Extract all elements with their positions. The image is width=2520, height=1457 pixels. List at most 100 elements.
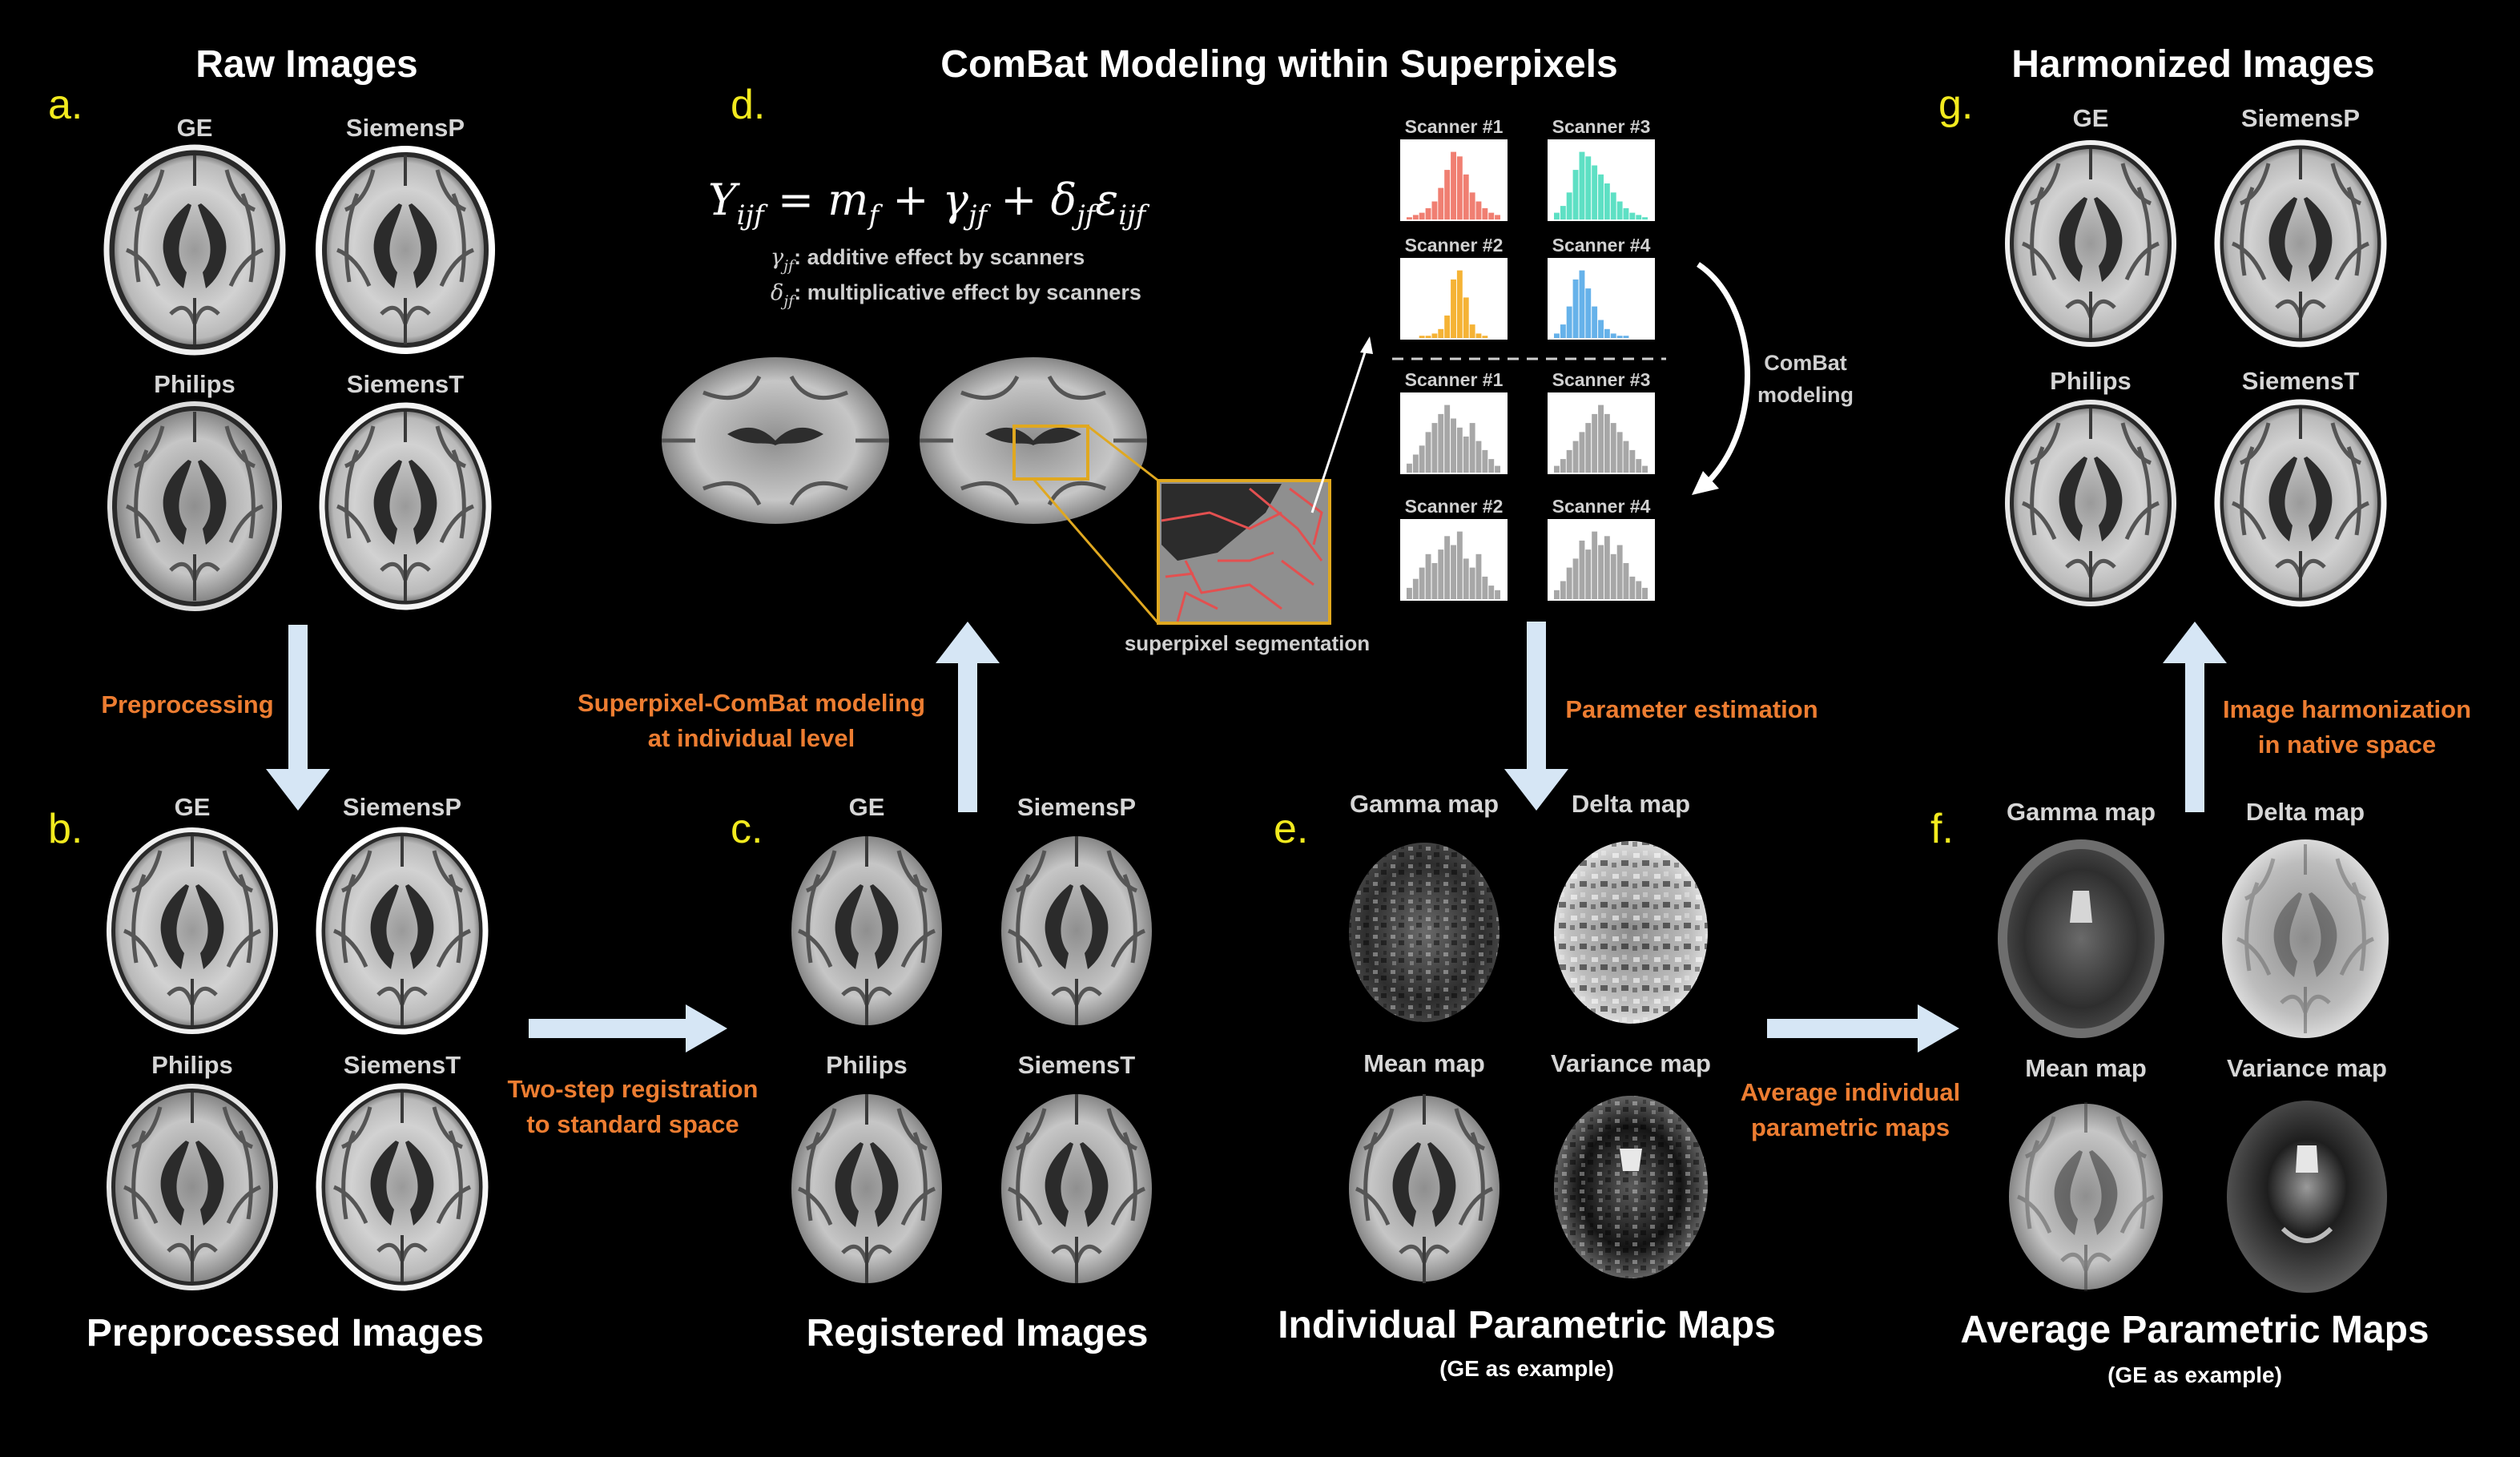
histogram-bar — [1604, 328, 1610, 339]
panel-individual-maps: Gamma map Delta map Mean map Variance ma… — [1349, 790, 1711, 1283]
avg-gamma-map — [1998, 839, 2164, 1038]
histogram-bar — [1488, 212, 1495, 219]
histogram-bar — [1488, 459, 1495, 473]
panel-average-maps: Gamma map Delta map Mean map Variance ma… — [1998, 798, 2389, 1293]
histogram-bar — [1604, 183, 1610, 219]
histogram-before-2: Scanner #3 — [1548, 116, 1655, 221]
histogram-bar — [1425, 432, 1431, 473]
histogram-bar — [1585, 423, 1592, 473]
histogram-bar — [1431, 423, 1438, 473]
panel-combat-modeling: Yijf = mf + γjf + δjfεijf γjf: additive … — [662, 116, 1854, 655]
histogram-bar — [1629, 212, 1636, 219]
pre-label-siemensp: SiemensP — [343, 793, 461, 821]
pre-label-siemenst: SiemensT — [344, 1051, 461, 1079]
ind-label-delta: Delta map — [1572, 790, 1690, 818]
histogram-bar — [1456, 531, 1463, 599]
avg-label-variance: Variance map — [2227, 1054, 2387, 1082]
histogram-bar — [1475, 333, 1482, 338]
harm-brain-philips — [2005, 400, 2176, 606]
title-individual-parametric-maps: Individual Parametric Maps — [1278, 1304, 1776, 1346]
histogram-bar — [1572, 279, 1579, 338]
histogram-bar — [1579, 270, 1585, 338]
gamma-definition: γjf: additive effect by scanners — [771, 245, 1085, 275]
pre-label-ge: GE — [175, 793, 211, 821]
combat-modeling-label-2: modeling — [1757, 383, 1854, 407]
histogram-label: Scanner #4 — [1552, 496, 1651, 517]
panel-label-b: b. — [48, 806, 83, 852]
histogram-bar — [1579, 540, 1585, 599]
histogram-bar — [1456, 156, 1463, 220]
histogram-bar — [1431, 333, 1438, 338]
histogram-label: Scanner #1 — [1405, 369, 1504, 390]
combat-modeling-label-1: ComBat — [1764, 351, 1847, 375]
avg-label-gamma: Gamma map — [2007, 798, 2156, 826]
histogram-bar — [1592, 165, 1598, 219]
histogram-after-3: Scanner #2 — [1400, 496, 1508, 601]
histogram-bar — [1451, 545, 1456, 599]
histogram-bar — [1412, 454, 1419, 473]
histogram-bar — [1463, 558, 1469, 599]
histogram-bar — [1623, 207, 1629, 219]
histogram-bar — [1451, 151, 1456, 219]
histogram-bar — [1572, 558, 1579, 599]
histogram-bar — [1451, 418, 1456, 473]
ind-label-variance: Variance map — [1551, 1049, 1711, 1077]
histogram-bar — [1616, 545, 1623, 599]
histogram-bar — [1636, 459, 1642, 473]
histogram-bar — [1610, 423, 1616, 473]
histogram-bar — [1419, 212, 1425, 219]
histogram-label: Scanner #2 — [1405, 235, 1504, 256]
avg-label-mean: Mean map — [2025, 1054, 2147, 1082]
average-maps-subtitle: (GE as example) — [2107, 1362, 2282, 1387]
histogram-bar — [1592, 306, 1598, 338]
histogram-bar — [1425, 553, 1431, 600]
histogram-bar — [1469, 567, 1475, 599]
flow-arrows — [266, 622, 2227, 1053]
scanner-histograms: Scanner #1 Scanner #3 Scanner #2 Scanner #4… — [1400, 116, 1655, 601]
histogram-bar — [1495, 590, 1500, 600]
arrow-parameter-estimation — [1504, 622, 1568, 811]
histogram-bar — [1598, 174, 1604, 220]
panel-registered-images: GE SiemensP Philips SiemensT — [791, 793, 1152, 1283]
histogram-bar — [1616, 432, 1623, 473]
histogram-label: Scanner #3 — [1552, 116, 1651, 137]
pointer-arrow-head — [1360, 336, 1373, 354]
histogram-before-1: Scanner #1 — [1400, 116, 1508, 221]
histogram-bar — [1560, 459, 1566, 473]
histogram-bar — [1463, 174, 1469, 220]
histogram-bar — [1604, 413, 1610, 473]
histogram-bar — [1554, 590, 1560, 600]
histogram-bar — [1482, 336, 1488, 338]
histogram-label: Scanner #2 — [1405, 496, 1504, 517]
superpixel-roi-box — [1012, 425, 1089, 481]
panel-label-g: g. — [1938, 82, 1973, 128]
histogram-bar — [1623, 563, 1629, 599]
arrow-registration — [529, 1004, 727, 1053]
histogram-bar — [1469, 423, 1475, 473]
histogram-bar — [1482, 449, 1488, 473]
title-combat-modeling: ComBat Modeling within Superpixels — [940, 43, 1617, 86]
histogram-bar — [1642, 217, 1648, 219]
histogram-bar — [1560, 206, 1566, 219]
panel-raw-images: GE SiemensP Philips SiemensT — [103, 114, 495, 611]
histogram-bar — [1419, 445, 1425, 473]
histogram-bar — [1451, 279, 1456, 338]
histogram-after-2: Scanner #3 — [1548, 369, 1655, 474]
histogram-bar — [1623, 336, 1629, 338]
title-harmonized-images: Harmonized Images — [2011, 43, 2374, 86]
step-parameter-estimation: Parameter estimation — [1565, 695, 1818, 723]
histogram-bar — [1610, 333, 1616, 338]
histogram-bar — [1642, 465, 1648, 473]
histogram-label: Scanner #1 — [1405, 116, 1504, 137]
histogram-bar — [1412, 578, 1419, 599]
histogram-bar — [1623, 441, 1629, 473]
ind-label-mean: Mean map — [1363, 1049, 1485, 1077]
panel-label-f: f. — [1930, 806, 1954, 852]
reg-brain-ge — [791, 836, 942, 1025]
histogram-bar — [1431, 201, 1438, 219]
histogram-bar — [1444, 315, 1451, 338]
histogram-bar — [1585, 156, 1592, 220]
histogram-bar — [1585, 549, 1592, 599]
histogram-bar — [1616, 201, 1623, 219]
arrow-image-harmonization — [2163, 622, 2227, 812]
